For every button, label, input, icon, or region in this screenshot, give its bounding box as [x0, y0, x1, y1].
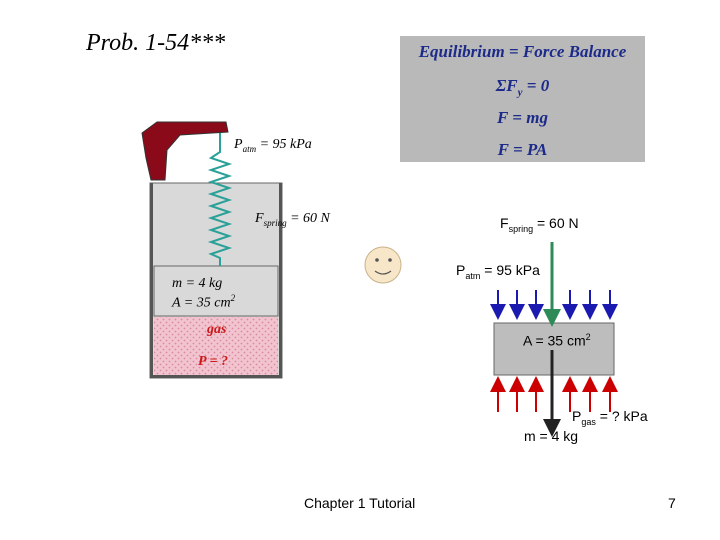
right-area-text: A = 35 cm: [523, 332, 586, 349]
left-fspring-value: = 60 N: [286, 211, 330, 226]
right-patm-base: P: [456, 262, 466, 278]
left-patm-label: Patm = 95 kPa: [234, 137, 312, 154]
sum-sub: y: [517, 86, 523, 99]
gas-pressure-arrows: [490, 376, 618, 412]
right-patm-value: = 95 kPa: [480, 262, 540, 278]
left-area-text: A = 35 cm: [172, 295, 231, 311]
left-mass-label: m = 4 kg: [172, 276, 223, 291]
left-gas-label: gas: [207, 322, 227, 337]
footer-text: Chapter 1 Tutorial: [304, 495, 416, 511]
left-fspring-label: Fspring = 60 N: [255, 211, 330, 228]
left-fspring-sub: spring: [263, 217, 287, 228]
right-pgas-sub: gas: [581, 416, 596, 427]
gas-region: [154, 317, 278, 375]
right-patm-sub: atm: [465, 270, 481, 281]
equation-f-pa: F = PA: [497, 140, 548, 159]
left-fspring-base: F: [255, 211, 264, 226]
clamp: [141, 121, 229, 181]
equation-f-mg: F = mg: [497, 108, 548, 127]
right-fspring-sub: spring: [508, 223, 534, 234]
right-pgas-label: Pgas = ? kPa: [572, 408, 648, 427]
equation-sum-forces: ΣFy = 0: [400, 76, 645, 98]
sum-suffix: = 0: [522, 76, 550, 95]
right-fspring-value: = 60 N: [533, 215, 579, 231]
right-patm-label: Patm = 95 kPa: [456, 262, 540, 281]
equation-box: Equilibrium = Force Balance ΣFy = 0 F = …: [400, 36, 645, 162]
right-area-label: A = 35 cm2: [523, 332, 591, 349]
page-number: 7: [668, 495, 676, 511]
right-area-sup: 2: [585, 332, 591, 342]
smiley-icon: [364, 246, 402, 284]
left-patm-sub: atm: [242, 143, 257, 154]
left-patm-base: P: [234, 137, 243, 152]
spring: [207, 128, 233, 266]
right-fspring-base: F: [500, 215, 509, 231]
left-area-sup: 2: [230, 293, 236, 303]
right-fspring-label: Fspring = 60 N: [500, 215, 579, 234]
sum-prefix: ΣF: [495, 76, 518, 95]
piston: [153, 265, 279, 317]
free-body-block: [493, 322, 615, 376]
left-pressure-label: P = ?: [198, 354, 229, 369]
right-mass-label: m = 4 kg: [524, 428, 579, 444]
left-area-label: A = 35 cm2: [172, 293, 235, 312]
right-pgas-value: = ? kPa: [595, 408, 648, 424]
equation-heading: Equilibrium = Force Balance: [418, 42, 627, 61]
slide-title: Prob. 1-54***: [86, 30, 226, 56]
right-pgas-base: P: [572, 408, 582, 424]
left-patm-value: = 95 kPa: [256, 137, 312, 152]
atm-pressure-arrows: [490, 290, 618, 320]
